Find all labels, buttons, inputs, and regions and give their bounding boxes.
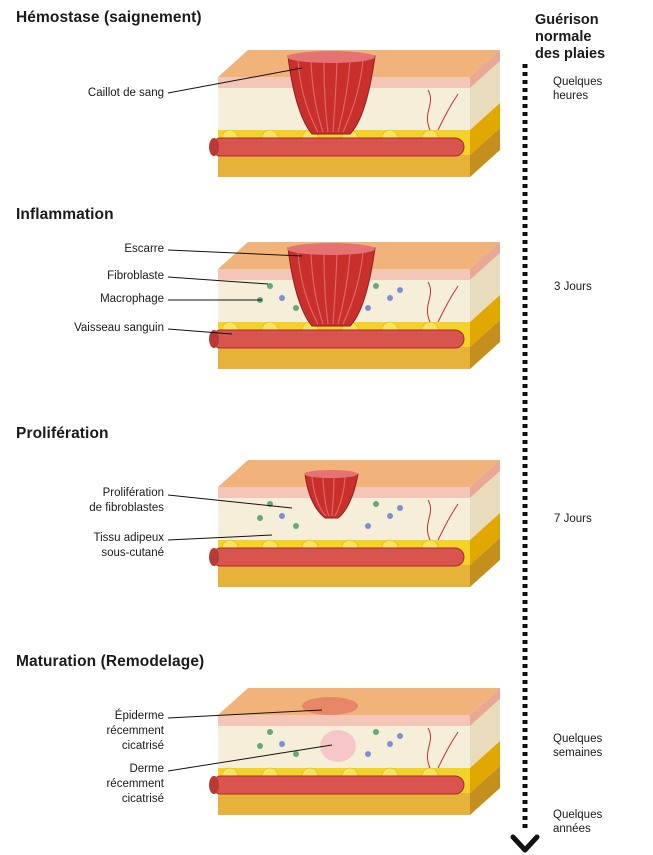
tissue-cell (373, 501, 379, 507)
tissue-cell (279, 295, 285, 301)
bottom-layer (218, 155, 470, 177)
label-blood-vessel: Vaisseau sanguin (74, 321, 164, 336)
label-new-dermis: Derme récemment cicatrisé (106, 762, 164, 807)
healed-dermis-mark (320, 730, 356, 762)
stage-title-proliferation: Prolifération (16, 425, 109, 443)
blood-vessel (212, 138, 464, 156)
label-scab: Escarre (124, 242, 164, 257)
tissue-cell (397, 505, 403, 511)
label-blood-clot: Caillot de sang (88, 86, 164, 101)
tissue-cell (293, 751, 299, 757)
time-label-7-days: 7 Jours (554, 512, 592, 526)
tissue-cell (293, 523, 299, 529)
tissue-cell (387, 513, 393, 519)
vessel-opening (209, 776, 219, 794)
epidermis-layer (218, 715, 470, 726)
vessel-opening (209, 138, 219, 156)
blood-vessel (212, 548, 464, 566)
time-label-hours: Quelques heures (553, 75, 602, 103)
skin-surface (218, 688, 500, 715)
skin-surface (218, 460, 500, 487)
tissue-cell (257, 297, 263, 303)
inflammation-skin-illustration (200, 234, 510, 384)
tissue-cell (373, 729, 379, 735)
tissue-cell (387, 741, 393, 747)
tissue-cell (293, 305, 299, 311)
vessel-opening (209, 330, 219, 348)
bottom-layer (218, 347, 470, 369)
bottom-layer (218, 565, 470, 587)
time-label-3-days: 3 Jours (554, 280, 592, 294)
timeline-title: Guérison normale des plaies (535, 12, 605, 63)
proliferation-skin-illustration (200, 452, 510, 602)
tissue-cell (387, 295, 393, 301)
bottom-layer (218, 793, 470, 815)
label-macrophage: Macrophage (100, 292, 164, 307)
tissue-cell (279, 741, 285, 747)
healed-epidermis-mark (302, 697, 358, 715)
tissue-cell (257, 515, 263, 521)
tissue-cell (397, 733, 403, 739)
tissue-cell (397, 287, 403, 293)
clot-top (287, 51, 375, 63)
scab-top (304, 470, 358, 478)
maturation-skin-illustration (200, 680, 510, 830)
tissue-cell (373, 283, 379, 289)
label-fibroblast-proliferation: Prolifération de fibroblastes (89, 486, 164, 516)
blood-vessel (212, 776, 464, 794)
tissue-cell (365, 305, 371, 311)
time-label-weeks: Quelques semaines (553, 732, 602, 760)
tissue-cell (365, 751, 371, 757)
tissue-cell (267, 501, 273, 507)
time-label-years: Quelques années (553, 808, 602, 836)
label-new-epidermis: Épiderme récemment cicatrisé (106, 709, 164, 754)
tissue-cell (279, 513, 285, 519)
label-fibroblast: Fibroblaste (107, 269, 164, 284)
stage-title-maturation: Maturation (Remodelage) (16, 653, 204, 671)
clot-top (287, 243, 375, 255)
tissue-cell (257, 743, 263, 749)
blood-vessel (212, 330, 464, 348)
tissue-cell (267, 283, 273, 289)
label-subcutaneous-fat: Tissu adipeux sous-cutané (93, 531, 164, 561)
stage-title-inflammation: Inflammation (16, 206, 114, 224)
tissue-cell (267, 729, 273, 735)
vessel-opening (209, 548, 219, 566)
tissue-cell (365, 523, 371, 529)
hemostasis-skin-illustration (200, 42, 510, 192)
stage-title-hemostasis: Hémostase (saignement) (16, 9, 202, 27)
